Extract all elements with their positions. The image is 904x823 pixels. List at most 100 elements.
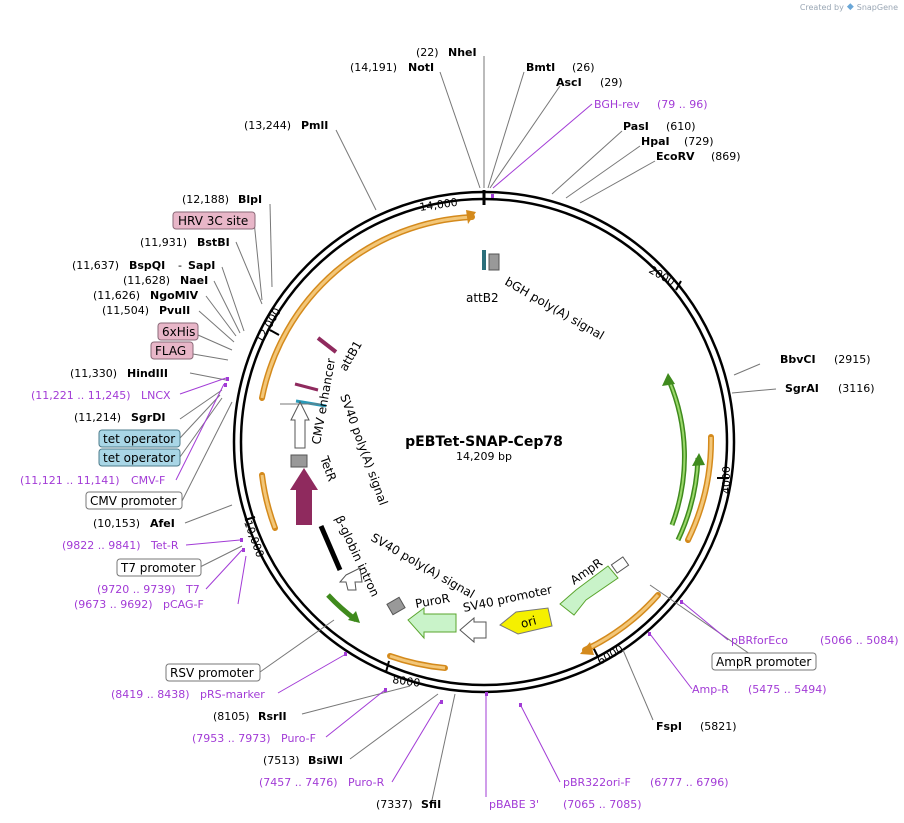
site-pasi-name: PasI — [623, 120, 649, 133]
bgh-polya-feature — [488, 253, 500, 271]
leader-6xhis — [197, 334, 233, 351]
box-t7-promoter — [116, 558, 202, 577]
feature-green-arrowhead-1 — [662, 373, 675, 386]
mark-prs-marker — [344, 652, 347, 656]
primer-pbr322ori-f-range: (6777 .. 6796) — [650, 776, 729, 789]
primer-puro-r-name: Puro-R — [348, 776, 385, 789]
primer-pbrforeco-range: (5066 .. 5084) — [820, 634, 899, 647]
feature-green-arc-1-inner — [667, 377, 686, 526]
primer-bgh-rev-name: BGH-rev — [594, 98, 640, 111]
label-sv40-polya-2: SV40 poly(A) signal — [369, 530, 477, 601]
site-pvuii-pos: (11,504) — [102, 304, 149, 317]
leader-pcag-f — [237, 555, 247, 605]
box-rsv-promoter — [165, 663, 261, 682]
leader-bmti — [487, 71, 525, 189]
leader-pmli — [335, 129, 377, 211]
leader-bbvci — [733, 363, 761, 376]
leader-noti — [439, 71, 481, 189]
site-hpai-name: HpaI — [641, 135, 670, 148]
mark-puro-r — [440, 700, 443, 704]
leader-pbr322ori-f — [519, 703, 561, 783]
mark-bgh-rev — [491, 194, 494, 198]
cmv-enhancer-arrow — [290, 400, 310, 449]
primer-site-marks — [224, 194, 683, 707]
box-ampr-promoter — [711, 652, 817, 671]
primer-prs-marker-name: pRS-marker — [200, 688, 265, 701]
site-sapi-sep: - — [178, 259, 182, 272]
label-tetr: TetR — [317, 453, 339, 483]
primer-puro-f-range: (7953 .. 7973) — [192, 732, 271, 745]
inner-features — [290, 250, 630, 644]
site-ngomiv-name: NgoMIV — [150, 289, 199, 302]
leader-pasi — [551, 130, 623, 195]
attb1-feature — [316, 336, 338, 354]
ori-arrow — [499, 607, 553, 635]
leader-pvuii — [198, 310, 235, 343]
leader-ngomiv — [205, 295, 237, 337]
primer-tet-r-range: (9822 .. 9841) — [62, 539, 141, 552]
sv40-promoter-small-arrow — [338, 567, 363, 591]
site-asci-name: AscI — [556, 76, 582, 89]
label-beta-globin: β-globin intron — [332, 513, 382, 599]
site-sfii-pos: (7337) — [376, 798, 413, 811]
site-pasi-pos: (610) — [666, 120, 696, 133]
snapgene-credit: Created by ◆ SnapGene — [800, 2, 898, 12]
leader-blpi — [269, 203, 273, 288]
attb1-small-feature — [294, 382, 319, 392]
leader-puro-r — [391, 701, 441, 783]
site-bbvci-name: BbvCI — [780, 353, 816, 366]
feature-orange-arc-right-inner — [686, 436, 713, 541]
primer-prs-marker-range: (8419 .. 8438) — [111, 688, 190, 701]
primer-cmv-f-name: CMV-F — [131, 474, 165, 487]
leader-puro-f — [325, 689, 386, 738]
label-cmv-enhancer: CMV enhancer — [309, 357, 338, 445]
feature-orange-arc-left-inner — [260, 474, 277, 529]
site-fspi-pos: (5821) — [700, 720, 737, 733]
leader-afei — [184, 504, 233, 524]
primer-pcag-f-range: (9673 .. 9692) — [74, 598, 153, 611]
site-bmti-pos: (26) — [572, 61, 595, 74]
site-ecorv-name: EcoRV — [656, 150, 695, 163]
box-flag — [150, 341, 194, 360]
boxed-features: HRV 3C site 6xHis FLAG tet operator tet … — [85, 211, 817, 682]
feature-orange-arrowhead-top — [466, 210, 476, 224]
leader-ecorv — [579, 160, 656, 204]
box-t7-promoter-label: T7 promoter — [120, 561, 196, 575]
mark-pbabe3 — [485, 692, 488, 696]
label-ori: ori — [519, 613, 538, 631]
leader-flag — [192, 353, 229, 361]
leader-fspi — [622, 649, 654, 721]
primer-lncx-range: (11,221 .. 11,245) — [31, 389, 131, 402]
box-hrv3c — [172, 211, 256, 230]
credit-brand: SnapGene — [856, 2, 898, 12]
map-length: 14,209 bp — [456, 450, 512, 463]
feature-orange-arc-top — [259, 214, 475, 401]
site-sapi-name: SapI — [188, 259, 215, 272]
site-pvuii-name: PvuII — [159, 304, 190, 317]
leader-sgrai — [731, 388, 777, 394]
outer-orange-features — [259, 210, 715, 671]
label-bgh-polya: bGH poly(A) signal — [503, 274, 607, 342]
site-nhei-pos: (22) — [416, 46, 439, 59]
site-blpi-name: BlpI — [238, 193, 262, 206]
primer-pbrforeco-name: pBRforEco — [731, 634, 788, 647]
site-sgrdi-name: SgrDI — [131, 411, 165, 424]
leader-asci — [489, 85, 561, 189]
box-6xhis — [157, 322, 199, 341]
primer-tet-r-name: Tet-R — [150, 539, 179, 552]
leader-lines — [179, 56, 777, 801]
label-attb2: attB2 — [466, 291, 499, 305]
box-rsv-promoter-label: RSV promoter — [170, 666, 254, 680]
primer-puro-r-range: (7457 .. 7476) — [259, 776, 338, 789]
primer-labels: BGH-rev (79 .. 96) (11,221 .. 11,245) LN… — [20, 98, 899, 811]
feature-orange-arc-lower-right-inner — [584, 594, 660, 652]
primer-amp-r-name: Amp-R — [692, 683, 729, 696]
credit-prefix: Created by — [799, 2, 844, 12]
primer-lncx-name: LNCX — [141, 389, 171, 402]
sv40-polya-feature-1 — [290, 454, 308, 468]
label-puror: PuroR — [414, 591, 451, 611]
leader-tet-r — [185, 539, 241, 546]
mark-puro-f — [384, 688, 387, 692]
leader-t7 — [205, 549, 243, 590]
